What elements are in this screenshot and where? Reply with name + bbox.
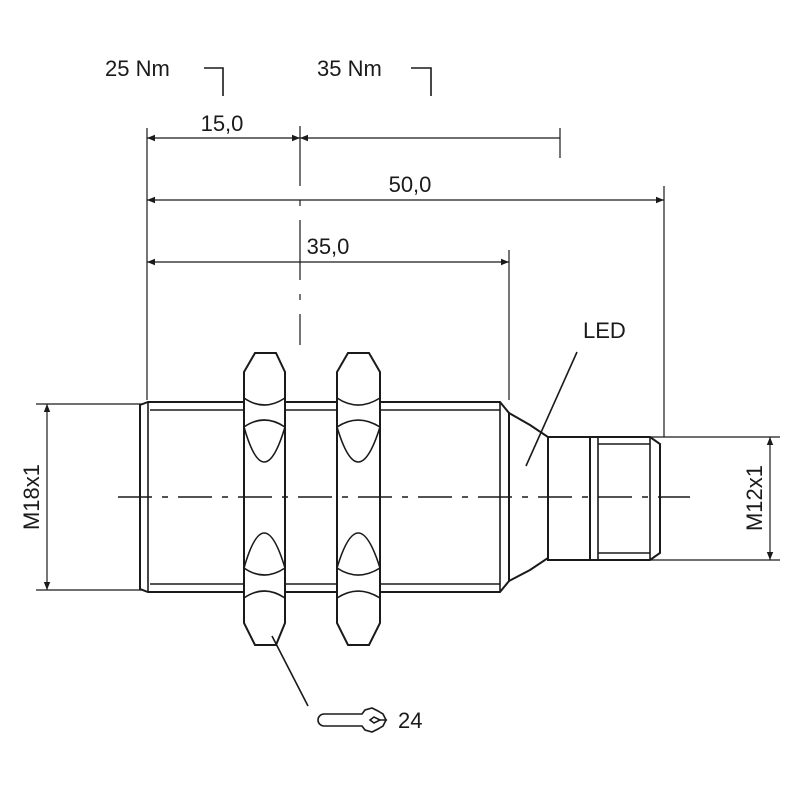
torque-right-label: 35 Nm: [317, 56, 382, 81]
dim-50-label: 50,0: [389, 172, 432, 197]
torque-left-label: 25 Nm: [105, 56, 170, 81]
thread-main-label: M18x1: [19, 464, 44, 530]
torque-left-leader: [204, 67, 224, 96]
torque-right-leader: [411, 67, 432, 96]
hex-nut-left: [243, 352, 286, 646]
dim-35-label: 35,0: [307, 234, 350, 259]
wrench-size-label: 24: [398, 708, 422, 733]
led-leader: [525, 351, 578, 467]
wrench-icon: [317, 707, 388, 733]
thread-connector-label: M12x1: [742, 465, 767, 531]
dim-15-label: 15,0: [201, 111, 244, 136]
wrench-leader: [271, 635, 309, 707]
hex-nut-right: [336, 352, 381, 646]
led-label: LED: [583, 318, 626, 343]
m12-connector: [547, 436, 661, 561]
